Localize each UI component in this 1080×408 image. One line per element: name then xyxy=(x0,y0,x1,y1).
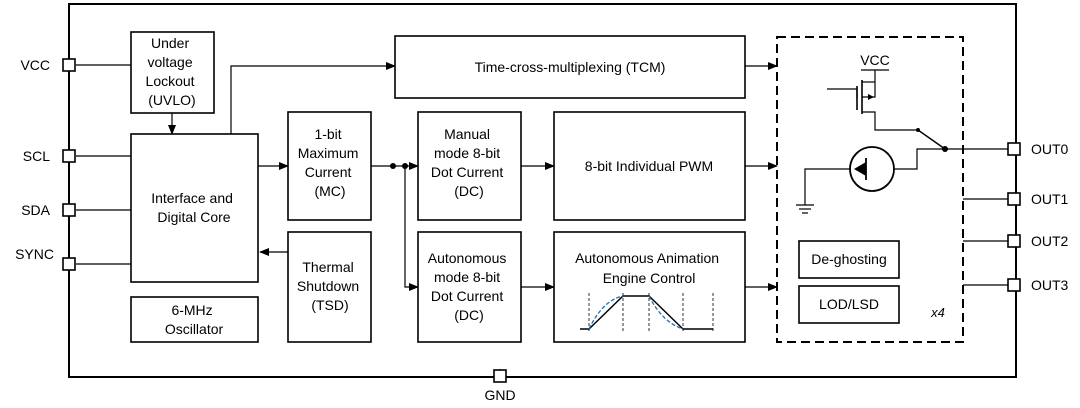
mc-label-line: Maximum xyxy=(298,145,359,161)
pin-label-vcc: VCC xyxy=(20,57,50,73)
channel-vcc-label: VCC xyxy=(860,52,890,68)
pin-sync: SYNC xyxy=(15,246,76,271)
core-label-line: Digital Core xyxy=(157,209,230,225)
max-current-block: 1-bit Maximum Current (MC) xyxy=(287,111,372,221)
auto-dc-label-line: Autonomous xyxy=(428,250,507,266)
digital-core-block: Interface and Digital Core xyxy=(130,133,259,283)
manual-dc-label-line: (DC) xyxy=(454,183,484,199)
svg-text:1-bit Maximum Curr: 1-bit Maximum Current (MC) xyxy=(298,126,363,199)
auto-dc-label-line: (DC) xyxy=(454,307,484,323)
pin-out2: OUT2 xyxy=(1007,233,1069,249)
oscillator-block: 6-MHz Oscillator xyxy=(130,296,259,343)
svg-text:Manual mode 8-bit: Manual mode 8-bit Dot Current (DC) xyxy=(431,126,507,199)
pwm-block: 8-bit Individual PWM xyxy=(553,111,746,221)
svg-text:Thermal Shutdown (: Thermal Shutdown (TSD) xyxy=(297,259,363,313)
pin-vcc: VCC xyxy=(20,57,76,73)
svg-text:Under voltage Lock: Under voltage Lockout (UVLO) xyxy=(146,35,199,108)
svg-text:Interface and Digital Co: Interface and Digital Core xyxy=(151,190,237,225)
pin-label-out2: OUT2 xyxy=(1031,233,1069,249)
pin-gnd: GND xyxy=(484,369,516,403)
tsd-label-line: Shutdown xyxy=(297,278,359,294)
tsd-label-line: (TSD) xyxy=(311,297,348,313)
svg-text:Autonomous Animation Eng: Autonomous Animation Engine Control xyxy=(575,250,723,286)
svg-text:6-MHz Oscillator: 6-MHz Oscillator xyxy=(165,302,224,337)
tsd-label-line: Thermal xyxy=(302,259,353,275)
animation-engine-block: Autonomous Animation Engine Control xyxy=(553,231,746,343)
pin-label-gnd: GND xyxy=(484,387,515,403)
channel-driver-block: VCC xyxy=(776,36,964,343)
manual-dc-label-line: mode 8-bit xyxy=(434,145,500,161)
channel-multiplier-label: x4 xyxy=(930,305,945,320)
pwm-label: 8-bit Individual PWM xyxy=(585,158,713,174)
osc-label-line: 6-MHz xyxy=(171,302,212,318)
autonomous-dot-current-block: Autonomous mode 8-bit Dot Current (DC) xyxy=(417,231,522,343)
uvlo-label-line: Lockout xyxy=(146,73,195,89)
svg-text:Autonomous mode 8-bit: Autonomous mode 8-bit Dot Current (DC) xyxy=(428,250,511,323)
auto-dc-label-line: Dot Current xyxy=(431,288,503,304)
current-source-icon xyxy=(804,146,945,205)
switch-icon xyxy=(916,128,946,150)
uvlo-label-line: Under xyxy=(151,35,189,51)
manual-dc-label-line: Manual xyxy=(444,126,490,142)
pin-sda: SDA xyxy=(21,202,76,218)
wires xyxy=(76,62,1008,377)
osc-label-line: Oscillator xyxy=(165,321,224,337)
manual-dc-label-line: Dot Current xyxy=(431,164,503,180)
junction-dot xyxy=(390,163,396,169)
deghosting-block: De-ghosting xyxy=(798,240,900,279)
mc-label-line: 1-bit xyxy=(314,126,341,142)
tcm-label: Time-cross-multiplexing (TCM) xyxy=(475,59,666,75)
uvlo-label-line: (UVLO) xyxy=(148,92,195,108)
pin-label-sda: SDA xyxy=(21,202,50,218)
pmos-transistor-icon xyxy=(827,69,918,131)
mc-label-line: Current xyxy=(305,164,352,180)
auto-dc-label-line: mode 8-bit xyxy=(434,269,500,285)
uvlo-block: Under voltage Lockout (UVLO) xyxy=(130,31,215,114)
ground-icon xyxy=(796,204,814,214)
pin-label-scl: SCL xyxy=(23,148,50,164)
tcm-block: Time-cross-multiplexing (TCM) xyxy=(394,35,746,99)
uvlo-label-line: voltage xyxy=(147,54,192,70)
lod-lsd-label: LOD/LSD xyxy=(819,296,879,312)
anim-label-line: Engine Control xyxy=(603,270,696,286)
anim-label-line: Autonomous Animation xyxy=(575,250,719,266)
pin-out0: OUT0 xyxy=(1007,141,1069,157)
pin-label-out0: OUT0 xyxy=(1031,141,1069,157)
junction-dot xyxy=(402,163,408,169)
pin-label-out3: OUT3 xyxy=(1031,277,1069,293)
mc-label-line: (MC) xyxy=(314,183,345,199)
manual-dot-current-block: Manual mode 8-bit Dot Current (DC) xyxy=(417,111,522,221)
pin-out3: OUT3 xyxy=(1007,277,1069,293)
pin-out1: OUT1 xyxy=(1007,191,1069,207)
thermal-shutdown-block: Thermal Shutdown (TSD) xyxy=(287,231,372,343)
lod-lsd-block: LOD/LSD xyxy=(798,285,900,324)
animation-waveform-icon xyxy=(580,293,714,332)
pin-scl: SCL xyxy=(23,148,76,164)
pin-label-out1: OUT1 xyxy=(1031,191,1069,207)
deghosting-label: De-ghosting xyxy=(811,251,887,267)
pin-label-sync: SYNC xyxy=(15,246,54,262)
core-label-line: Interface and xyxy=(151,190,233,206)
